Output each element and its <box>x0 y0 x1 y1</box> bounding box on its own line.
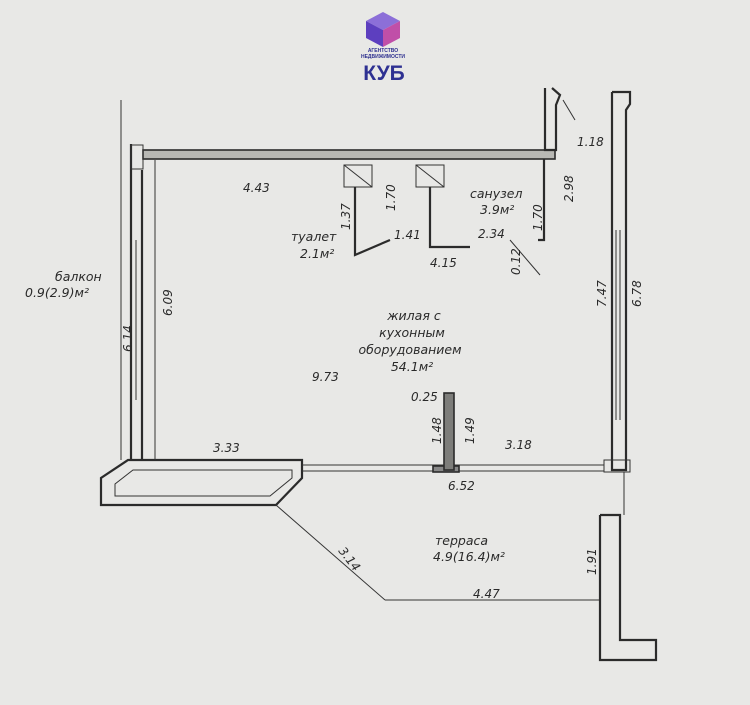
dim-9-73: 9.73 <box>312 370 339 384</box>
living-area: 54.1м² <box>391 359 433 374</box>
partitions <box>343 159 546 257</box>
terrace-structure <box>275 472 658 662</box>
terrace-name: терраса <box>435 533 488 548</box>
top-right-stub <box>543 87 562 152</box>
dim-0-12: 0.12 <box>509 248 523 275</box>
dim-3-18: 3.18 <box>505 438 532 452</box>
dim-3-14: 3.14 <box>336 544 363 574</box>
dim-1-70-a: 1.70 <box>384 184 398 211</box>
top-wall <box>129 87 562 170</box>
dim-4-47: 4.47 <box>473 587 500 601</box>
logo-cube-right <box>383 21 400 47</box>
left-wall <box>120 100 144 460</box>
dim-6-78: 6.78 <box>630 280 644 307</box>
dim-1-91: 1.91 <box>585 548 599 575</box>
living-line3: оборудованием <box>358 342 461 357</box>
dim-1-48: 1.48 <box>430 417 444 444</box>
dim-1-41: 1.41 <box>394 228 421 242</box>
dim-3-33: 3.33 <box>213 441 240 455</box>
dim-2-34: 2.34 <box>478 227 505 241</box>
dim-1-37: 1.37 <box>339 203 353 230</box>
balcony-area: 0.9(2.9)м² <box>25 285 89 300</box>
dimension-lines <box>154 99 576 460</box>
dim-1-49: 1.49 <box>463 417 477 444</box>
dim-6-09: 6.09 <box>161 289 175 316</box>
terrace-area: 4.9(16.4)м² <box>433 549 505 564</box>
bathroom-area: 3.9м² <box>480 202 514 217</box>
dim-1-18: 1.18 <box>577 135 604 149</box>
kub-logo: АГЕНТСТВО НЕДВИЖИМОСТИ КУБ <box>361 12 405 85</box>
living-line1: жилая с <box>386 308 441 323</box>
right-wall <box>603 90 632 473</box>
dim-6-14: 6.14 <box>121 325 135 352</box>
central-column <box>443 392 455 471</box>
logo-cube-left <box>366 21 383 47</box>
toilet-name: туалет <box>291 229 337 244</box>
dim-4-43: 4.43 <box>243 181 270 195</box>
dim-6-52: 6.52 <box>448 479 475 493</box>
dim-0-25: 0.25 <box>411 390 438 404</box>
toilet-area: 2.1м² <box>300 246 334 261</box>
logo-name: КУБ <box>363 62 405 85</box>
dim-1-70-b: 1.70 <box>531 204 545 231</box>
logo-line1: АГЕНТСТВО <box>368 48 398 54</box>
dim-2-98: 2.98 <box>562 175 576 202</box>
logo-line2: НЕДВИЖИМОСТИ <box>361 54 405 60</box>
bathroom-name: санузел <box>470 186 522 201</box>
living-line2: кухонным <box>379 325 445 340</box>
dim-7-47: 7.47 <box>595 280 609 307</box>
balcony-structure <box>99 458 304 507</box>
dim-4-15: 4.15 <box>430 256 457 270</box>
balcony-name: балкон <box>55 269 102 284</box>
